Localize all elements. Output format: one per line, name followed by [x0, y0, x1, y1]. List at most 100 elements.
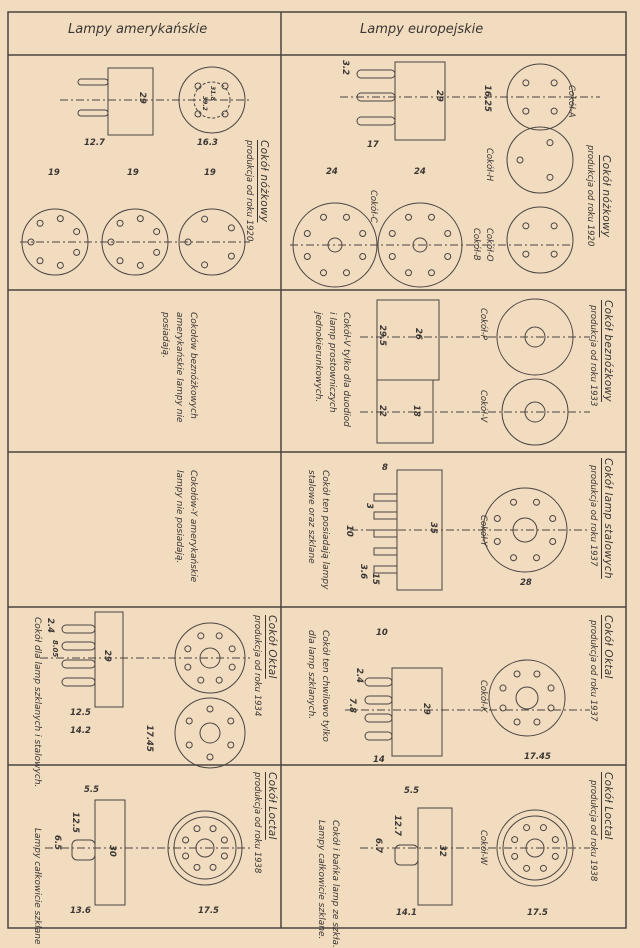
pin-hole — [220, 852, 228, 860]
r2r-label-v: Cokół-V — [478, 390, 488, 423]
r4l-dim-f: 17.45 — [144, 725, 154, 752]
header-american-tubes: Lampy amerykańskie — [68, 22, 208, 37]
pin-hole — [56, 215, 64, 223]
r4r-subtitle: produkcja od roku 1937 — [588, 620, 598, 722]
pin-hole — [197, 676, 205, 684]
note-line: Cokół ten chwilowo tylko — [320, 630, 330, 742]
pin-hole — [36, 257, 44, 265]
pin-hole — [513, 718, 521, 726]
pin-hole — [511, 836, 519, 844]
pin-hole — [185, 741, 193, 749]
pin-hole — [184, 645, 192, 653]
table-grid — [7, 11, 627, 929]
row4-left-drawing — [40, 611, 250, 769]
pin-hole — [522, 250, 530, 258]
pin-hole — [551, 836, 559, 844]
r5r-dim-f: 17.5 — [527, 908, 548, 918]
pin-hole — [550, 250, 558, 258]
r5l-dim-d: 30 — [107, 845, 117, 857]
row1-left-drawing — [20, 66, 250, 276]
pin-hole — [533, 670, 541, 678]
note-line: posiadają. — [160, 312, 170, 359]
pin-hole — [359, 230, 367, 238]
r5r-dim-e: 14.1 — [396, 908, 417, 918]
r1l-dim-inner-b: 39.2 — [201, 96, 208, 111]
r1r-subtitle: produkcja od roku 1920 — [585, 145, 595, 247]
pin-hole — [388, 252, 396, 260]
r3r-dim-f: 15 — [370, 573, 380, 585]
row4-right-drawing — [345, 659, 590, 757]
r1l-title: Cokół nóżkowy — [258, 140, 270, 223]
r5l-dim-a: 5.5 — [84, 785, 100, 795]
note-line: Cokół dla lamp szklanych i stalowych. — [32, 617, 42, 788]
r4r-dim-a: 10 — [376, 628, 388, 638]
r5r-dim-a: 5.5 — [404, 786, 420, 796]
note-line: Lampy całkowicie szklane. — [316, 820, 326, 940]
r2l-note: Cokołów beznóżkowych amerykańskie lampy … — [158, 312, 200, 423]
r4r-title: Cokół Oktal — [602, 615, 614, 679]
pin-hole — [493, 537, 501, 545]
pin-hole — [228, 663, 236, 671]
pin-hole — [522, 79, 530, 87]
pin-hole — [547, 684, 555, 692]
r3r-dim-b: 3 — [364, 503, 374, 509]
header-european-tubes: Lampy europejskie — [360, 22, 484, 37]
r1r-dim-pin: 3.2 — [340, 60, 350, 76]
r5l-title: Cokół Loctal — [266, 772, 278, 840]
pin-hole — [532, 498, 540, 506]
r5l-dim-f: 17.5 — [198, 906, 219, 916]
pin-hole — [550, 107, 558, 115]
note-line: Cokół-V tylko dla duodiod — [341, 312, 351, 427]
r1l-dim-pin: 12.7 — [84, 138, 105, 148]
r1r-dim-circle: 16.25 — [482, 85, 492, 112]
r3r-dim-d: 35 — [428, 522, 438, 534]
pin-hole — [215, 676, 223, 684]
pin-hole — [136, 215, 144, 223]
r1r-label-a: Cokół-A — [566, 85, 576, 118]
r5r-title: Cokół Loctal — [602, 772, 614, 840]
r2r-title: Cokół beznóżkowy — [602, 300, 614, 402]
pin-hole — [182, 852, 190, 860]
pin-hole — [388, 230, 396, 238]
pin-hole — [320, 269, 328, 277]
r3l-note: Cokołów-Y amerykańskie lampy nie posiada… — [172, 470, 200, 582]
row1-right-drawing — [290, 61, 600, 288]
pin-hole — [359, 252, 367, 260]
pin-hole — [539, 864, 547, 872]
note-line: lampy nie posiadają. — [174, 470, 184, 564]
pin-hole — [153, 228, 161, 236]
pin-hole — [303, 252, 311, 260]
pin-hole — [303, 230, 311, 238]
pin-hole — [227, 741, 235, 749]
pin-hole — [182, 836, 190, 844]
r4r-dim-c: 7.8 — [347, 698, 357, 714]
r5r-subtitle: produkcja od roku 1938 — [588, 780, 598, 882]
pin-hole — [136, 261, 144, 269]
pin-hole — [320, 213, 328, 221]
r2r-dim-a: 29.5 — [377, 325, 387, 346]
r1r-title: Cokół nóżkowy — [600, 155, 612, 238]
r5r-dim-b: 12.7 — [392, 815, 402, 836]
pin-hole — [227, 224, 235, 232]
r4r-dim-f: 17.45 — [524, 752, 551, 762]
note-line: Cokołów beznóżkowych — [188, 312, 198, 419]
pin-hole — [516, 156, 524, 164]
r2r-dim-c: 22 — [377, 405, 387, 417]
r1l-dim-w3: 19 — [204, 168, 216, 178]
r3r-dim-e: 3.6 — [358, 564, 368, 580]
r2r-dim-b: 26 — [413, 328, 423, 340]
r5r-dim-c: 6.7 — [373, 838, 383, 854]
pin-hole — [197, 632, 205, 640]
pin-hole — [550, 79, 558, 87]
pin-hole — [184, 238, 192, 246]
r2r-subtitle: produkcja od roku 1933 — [588, 305, 598, 407]
r4l-title: Cokół Oktal — [266, 615, 278, 679]
r5r-note: Cokół i bańka lamp ze szkła. Lampy całko… — [314, 820, 342, 948]
note-line: amerykańskie lampy nie — [174, 312, 184, 423]
pin-hole — [546, 139, 554, 147]
r2r-dim-d: 18 — [411, 405, 421, 417]
pin-hole — [215, 632, 223, 640]
pin-hole — [73, 228, 81, 236]
r5l-dim-c: 6.5 — [52, 835, 62, 851]
